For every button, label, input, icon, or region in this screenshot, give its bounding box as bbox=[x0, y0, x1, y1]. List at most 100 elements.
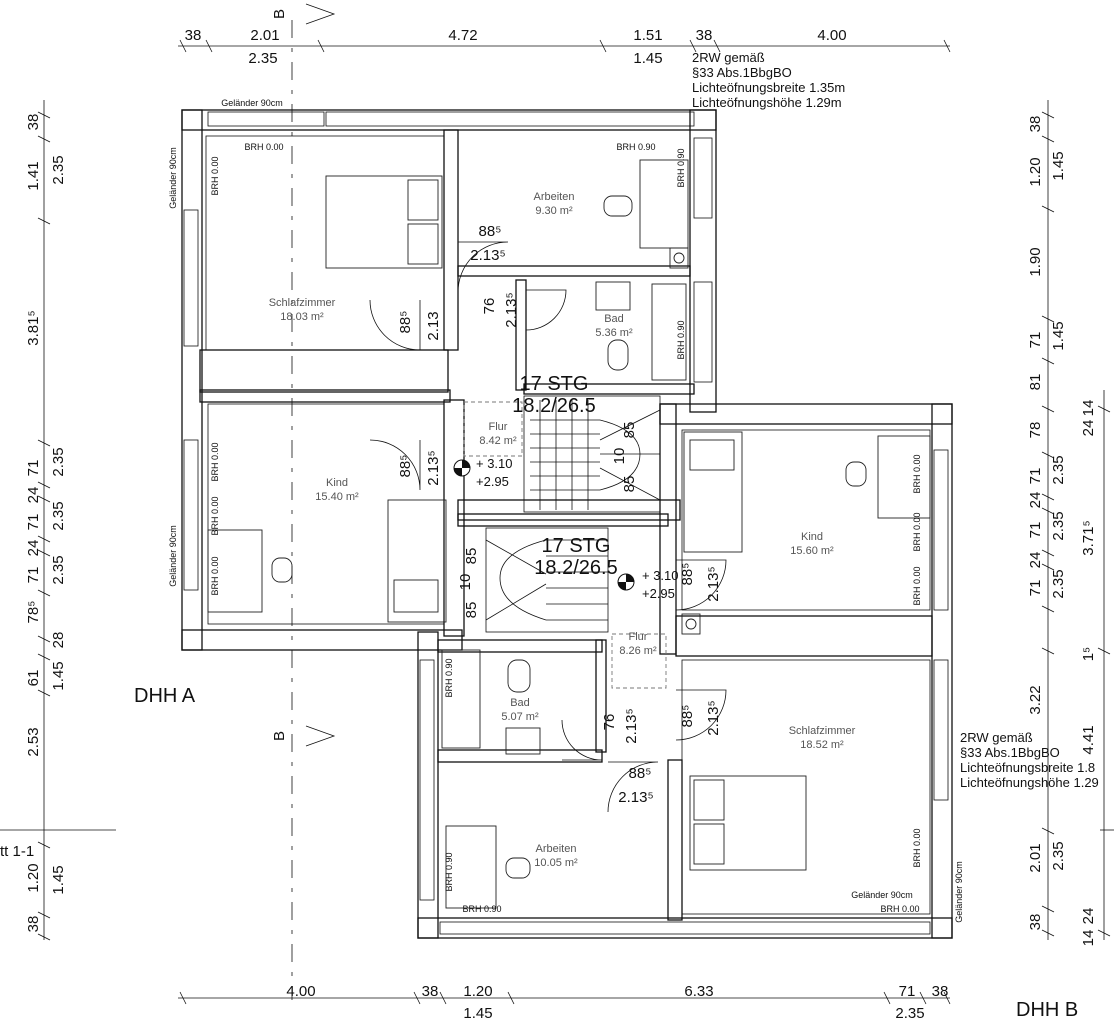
dimension-left: 71 bbox=[25, 567, 42, 584]
brh-label: BRH 0.00 bbox=[912, 454, 922, 493]
dimension-left: 2.35 bbox=[50, 155, 67, 184]
room-name: Schlafzimmer bbox=[269, 297, 336, 309]
dimension-bottom: 38 bbox=[422, 983, 439, 1000]
door-dimension: 76 bbox=[481, 298, 498, 315]
dimension-right: 71 bbox=[1027, 468, 1044, 485]
door-dimension: 2.13⁵ bbox=[618, 789, 653, 806]
door-dimension: 88⁵ bbox=[397, 455, 414, 478]
dimension-right: 14 bbox=[1080, 930, 1097, 947]
room-name: Arbeiten bbox=[536, 843, 577, 855]
dimension-bottom: 1.45 bbox=[463, 1005, 492, 1022]
stair-ratio: 18.2/26.5 bbox=[512, 395, 595, 417]
dimension-top: 2.35 bbox=[248, 50, 277, 67]
dimension-right: 2.35 bbox=[1050, 455, 1067, 484]
dimension-right: 38 bbox=[1027, 914, 1044, 931]
room-name: Bad bbox=[510, 697, 530, 709]
brh-label: BRH 0.90 bbox=[616, 142, 655, 152]
stair-lower bbox=[485, 527, 609, 633]
dimension-right: 4.41 bbox=[1080, 725, 1097, 754]
note-bottom-right-line: Lichteöfnungshöhe 1.29 bbox=[960, 775, 1099, 790]
note-bottom-right-line: Lichteöfnungsbreite 1.8 bbox=[960, 760, 1095, 775]
door-dimension: 88⁵ bbox=[679, 705, 696, 728]
dimension-top: 4.72 bbox=[448, 27, 477, 44]
dimension-right: 78 bbox=[1027, 422, 1044, 439]
dimension-right: 24 bbox=[1027, 552, 1044, 569]
level-bottom: +2.95 bbox=[476, 474, 509, 489]
note-top-right-line: 2RW gemäß bbox=[692, 50, 765, 65]
room-area: 18.03 m² bbox=[280, 311, 324, 323]
brh-label: BRH 0.00 bbox=[210, 156, 220, 195]
dimension-right: 38 bbox=[1027, 116, 1044, 133]
door-dimension: 88⁵ bbox=[629, 765, 652, 782]
door-dimension: 2.13⁵ bbox=[503, 292, 520, 327]
gelaender-label: Geländer 90cm bbox=[954, 861, 964, 923]
dimension-right: 24 bbox=[1027, 492, 1044, 509]
dimension-left: 2.35 bbox=[50, 501, 67, 530]
dimension-left: 1.45 bbox=[50, 661, 67, 690]
room-name: Kind bbox=[326, 477, 348, 489]
window-notes: 2RW gemäß§33 Abs.1BbgBOLichteöfnungsbrei… bbox=[692, 50, 1099, 790]
door-dimension: 88⁵ bbox=[679, 563, 696, 586]
stair-count: 17 STG bbox=[520, 373, 589, 395]
section-marker-top: B bbox=[271, 9, 288, 19]
gelaender-label: Geländer 90cm bbox=[168, 147, 178, 209]
note-top-right-line: Lichteöfnungshöhe 1.29m bbox=[692, 95, 842, 110]
room-name: Bad bbox=[604, 313, 624, 325]
room-area: 15.60 m² bbox=[790, 545, 834, 557]
brh-label: BRH 0.00 bbox=[210, 556, 220, 595]
door-dimension: 2.13⁵ bbox=[623, 708, 640, 743]
note-bottom-right-line: §33 Abs.1BbgBO bbox=[960, 745, 1060, 760]
note-top-right-line: §33 Abs.1BbgBO bbox=[692, 65, 792, 80]
dimension-top: 1.45 bbox=[633, 50, 662, 67]
room-area: 15.40 m² bbox=[315, 491, 359, 503]
dimension-right: 81 bbox=[1027, 374, 1044, 391]
dimension-left: 24 bbox=[25, 487, 42, 504]
dimension-left: 28 bbox=[50, 632, 67, 649]
dimension-left: 2.35 bbox=[50, 447, 67, 476]
room-area: 5.36 m² bbox=[595, 327, 633, 339]
stair-ratio: 18.2/26.5 bbox=[534, 557, 617, 579]
dimension-top: 2.01 bbox=[250, 27, 279, 44]
furniture bbox=[207, 159, 931, 909]
dimension-left: 38 bbox=[25, 114, 42, 131]
dimension-left: 38 bbox=[25, 916, 42, 933]
stair-upper bbox=[523, 395, 661, 513]
brh-label: BRH 0.00 bbox=[912, 566, 922, 605]
dimension-left: 1.20 bbox=[25, 863, 42, 892]
dimension-right: 1⁵ bbox=[1080, 647, 1097, 662]
brh-label: BRH 0.90 bbox=[462, 904, 501, 914]
dimension-top: 1.51 bbox=[633, 27, 662, 44]
door-dimension: 76 bbox=[601, 714, 618, 731]
room-name: Flur bbox=[489, 421, 508, 433]
brh-label: BRH 0.00 bbox=[912, 828, 922, 867]
room-name: Kind bbox=[801, 531, 823, 543]
house-a-label: DHH A bbox=[134, 685, 196, 707]
brh-label: BRH 0.00 bbox=[880, 904, 919, 914]
room-area: 18.52 m² bbox=[800, 739, 844, 751]
dimension-left: 71 bbox=[25, 514, 42, 531]
level-bottom: +2.95 bbox=[642, 586, 675, 601]
door-dimension: 2.13 bbox=[425, 311, 442, 340]
dimension-right: 3.22 bbox=[1027, 685, 1044, 714]
dimension-top: 38 bbox=[696, 27, 713, 44]
gelaender-label: Geländer 90cm bbox=[221, 98, 283, 108]
brh-label: BRH 0.00 bbox=[210, 442, 220, 481]
dimension-right: 14 bbox=[1080, 400, 1097, 417]
dimension-right: 1.45 bbox=[1050, 151, 1067, 180]
dimension-left: 3.81⁵ bbox=[25, 310, 42, 345]
door-dimension: 88⁵ bbox=[479, 223, 502, 240]
door-dimension: 88⁵ bbox=[397, 311, 414, 334]
brh-label: BRH 0.00 bbox=[210, 496, 220, 535]
room-name: Schlafzimmer bbox=[789, 725, 856, 737]
dimension-right: 71 bbox=[1027, 332, 1044, 349]
dimension-left: 78⁵ bbox=[25, 601, 42, 624]
brh-label: BRH 0.00 bbox=[244, 142, 283, 152]
section-marker-bottom: B bbox=[271, 731, 288, 741]
room-area: 8.26 m² bbox=[619, 645, 657, 657]
door-dimension: 2.13⁵ bbox=[470, 247, 505, 264]
gelaender-label: Geländer 90cm bbox=[851, 890, 913, 900]
brh-label: BRH 0.90 bbox=[444, 658, 454, 697]
